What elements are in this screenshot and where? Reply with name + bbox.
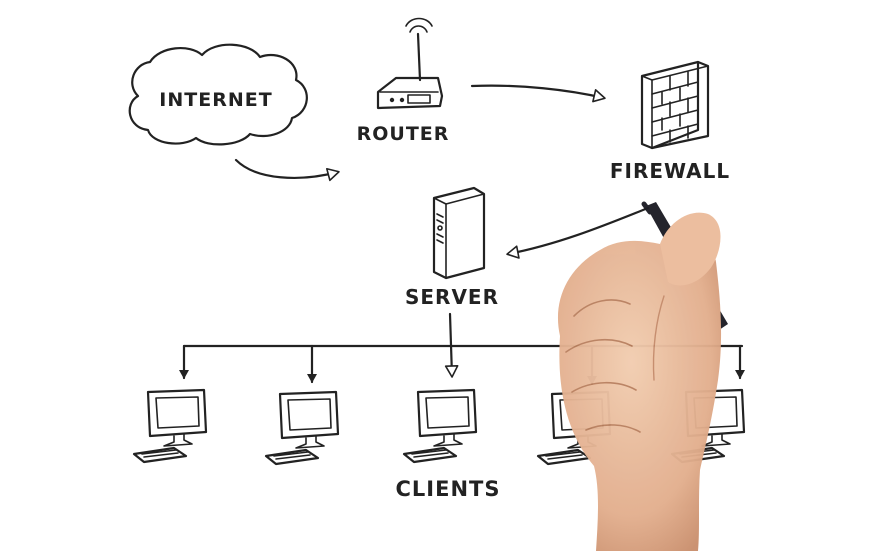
computer-icon (264, 390, 340, 466)
clients-label: CLIENTS (396, 477, 501, 501)
server-label: SERVER (405, 285, 499, 309)
router-to-firewall-arrow (470, 84, 606, 103)
computer-icon (402, 388, 478, 464)
router-icon (376, 17, 444, 110)
firewall-to-server-arrow (506, 206, 650, 259)
server-icon (432, 186, 486, 280)
cloud-icon (128, 43, 308, 146)
internet-label: INTERNET (159, 89, 272, 111)
hand-with-marker (557, 201, 728, 551)
internet-to-router-arrow (234, 158, 340, 182)
computer-icon (132, 388, 208, 464)
router-label: ROUTER (357, 123, 450, 145)
firewall-label: FIREWALL (610, 159, 730, 183)
firewall-icon (640, 60, 710, 150)
